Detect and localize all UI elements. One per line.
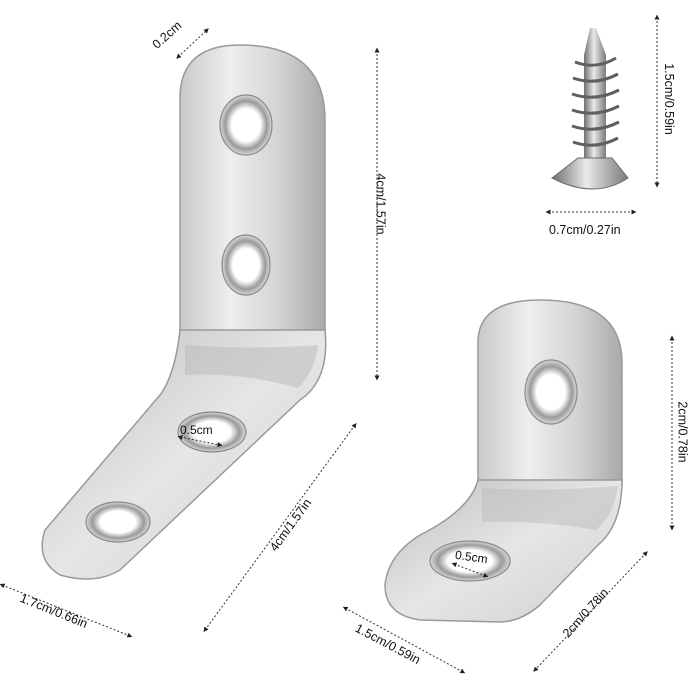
- screw-head-width-label: 0.7cm/0.27in: [549, 223, 621, 237]
- small-bracket-height-label: 2cm/0.78in: [675, 401, 690, 463]
- hole: [221, 234, 271, 296]
- hole: [429, 540, 511, 582]
- hole: [85, 501, 151, 543]
- large-bracket-height-label: 4cm/1.57in: [373, 173, 388, 235]
- screw-length-label: 1.5cm/0.59in: [661, 63, 676, 135]
- small-bracket: [384, 299, 623, 623]
- hole: [219, 94, 273, 156]
- screw: [551, 28, 629, 190]
- large-bracket: [41, 44, 327, 580]
- dimension-lines: [0, 14, 675, 674]
- hole: [524, 359, 578, 425]
- large-bracket-hole-label: 0.5cm: [180, 423, 213, 437]
